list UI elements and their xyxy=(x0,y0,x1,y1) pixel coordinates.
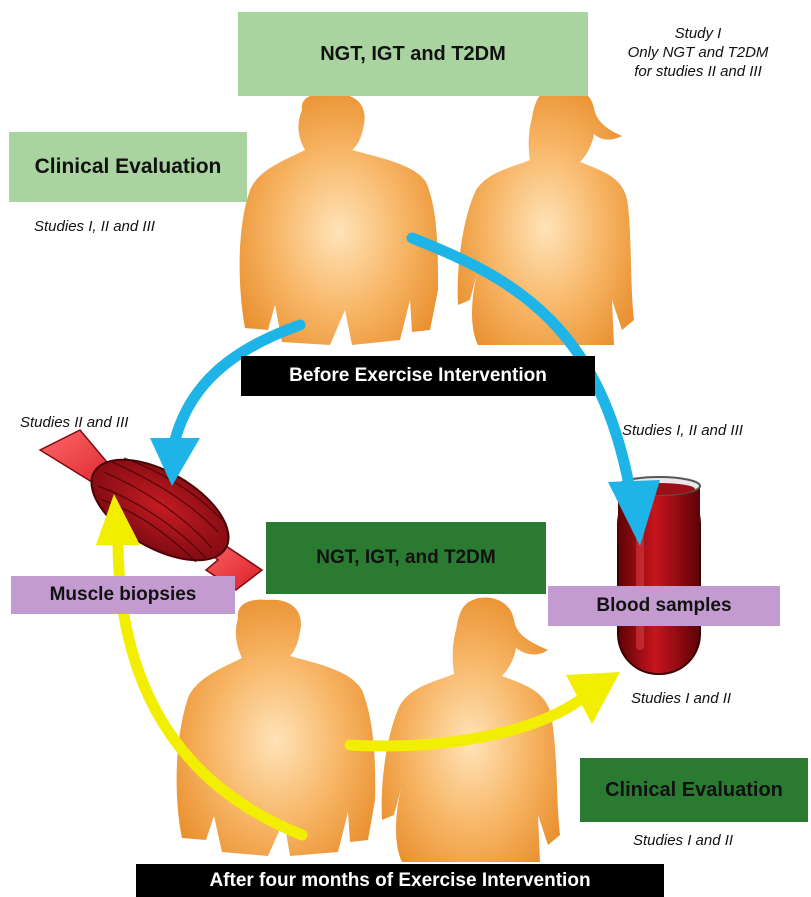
before-intervention-bar: Before Exercise Intervention xyxy=(241,356,595,396)
top-study-note: Study I Only NGT and T2DM for studies II… xyxy=(598,24,798,81)
after-intervention-bar: After four months of Exercise Interventi… xyxy=(136,864,664,897)
male-figure-icon xyxy=(240,94,438,345)
clinical-evaluation-top: Clinical Evaluation xyxy=(9,132,247,202)
clinical-evaluation-top-studies: Studies I, II and III xyxy=(34,218,155,235)
muscle-icon xyxy=(40,430,262,590)
blood-studies-bottom-note: Studies I and II xyxy=(631,690,731,707)
top-group-label: NGT, IGT and T2DM xyxy=(238,12,588,96)
blood-samples-label: Blood samples xyxy=(548,586,780,626)
top-study-line-3: for studies II and III xyxy=(598,62,798,81)
clinical-evaluation-bottom-studies: Studies I and II xyxy=(633,832,733,849)
female-figure-icon xyxy=(458,85,634,345)
bottom-group-label: NGT, IGT, and T2DM xyxy=(266,522,546,594)
muscle-biopsies-label: Muscle biopsies xyxy=(11,576,235,614)
blood-studies-top-note: Studies I, II and III xyxy=(622,422,743,439)
female-figure-icon xyxy=(382,597,560,862)
clinical-evaluation-bottom: Clinical Evaluation xyxy=(580,758,808,822)
muscle-studies-note: Studies II and III xyxy=(20,414,128,431)
top-study-line-2: Only NGT and T2DM xyxy=(598,43,798,62)
arrow-icon xyxy=(150,325,300,486)
top-study-line-1: Study I xyxy=(598,24,798,43)
